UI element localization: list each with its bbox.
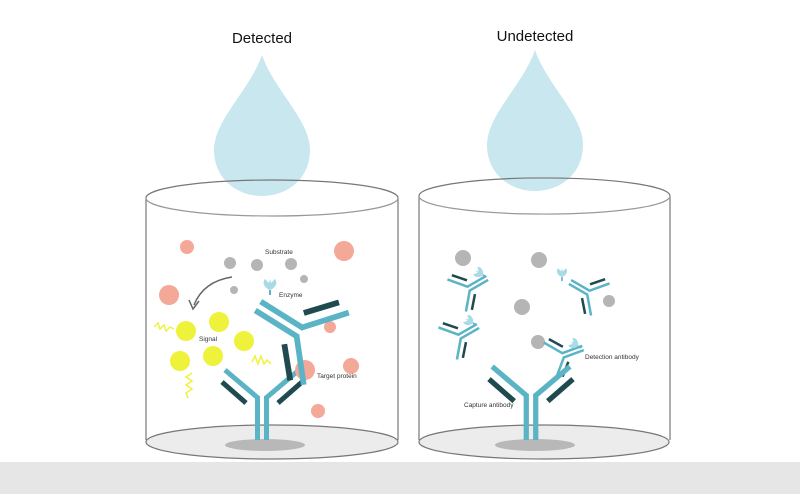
panel-detected: Detected (145, 30, 399, 460)
signal-glows (170, 312, 254, 371)
well-cylinder (418, 177, 671, 460)
drop-icon (487, 50, 583, 191)
label-detection-antibody: Detection antibody (585, 354, 640, 361)
signal-waves (153, 321, 272, 399)
panel-title: Detected (232, 30, 292, 47)
ground (0, 462, 800, 494)
label-substrate: Substrate (265, 249, 293, 256)
label-enzyme: Enzyme (279, 292, 303, 299)
free-detection-antibodies (436, 259, 612, 381)
panel-title: Undetected (497, 28, 574, 45)
label-capture-antibody: Capture antibody (464, 402, 514, 409)
target-proteins (159, 240, 359, 418)
enzyme-icon (262, 278, 278, 296)
drop-icon (214, 55, 310, 196)
well-cylinder (145, 179, 399, 460)
label-signal: Signal (199, 336, 218, 343)
substrate-molecules (224, 257, 308, 294)
label-target-protein: Target protein (317, 373, 357, 380)
panel-undetected: Undetected Detection antibody Capture an (418, 28, 671, 460)
substrate-molecules (455, 250, 615, 349)
arrow-icon (193, 276, 233, 306)
